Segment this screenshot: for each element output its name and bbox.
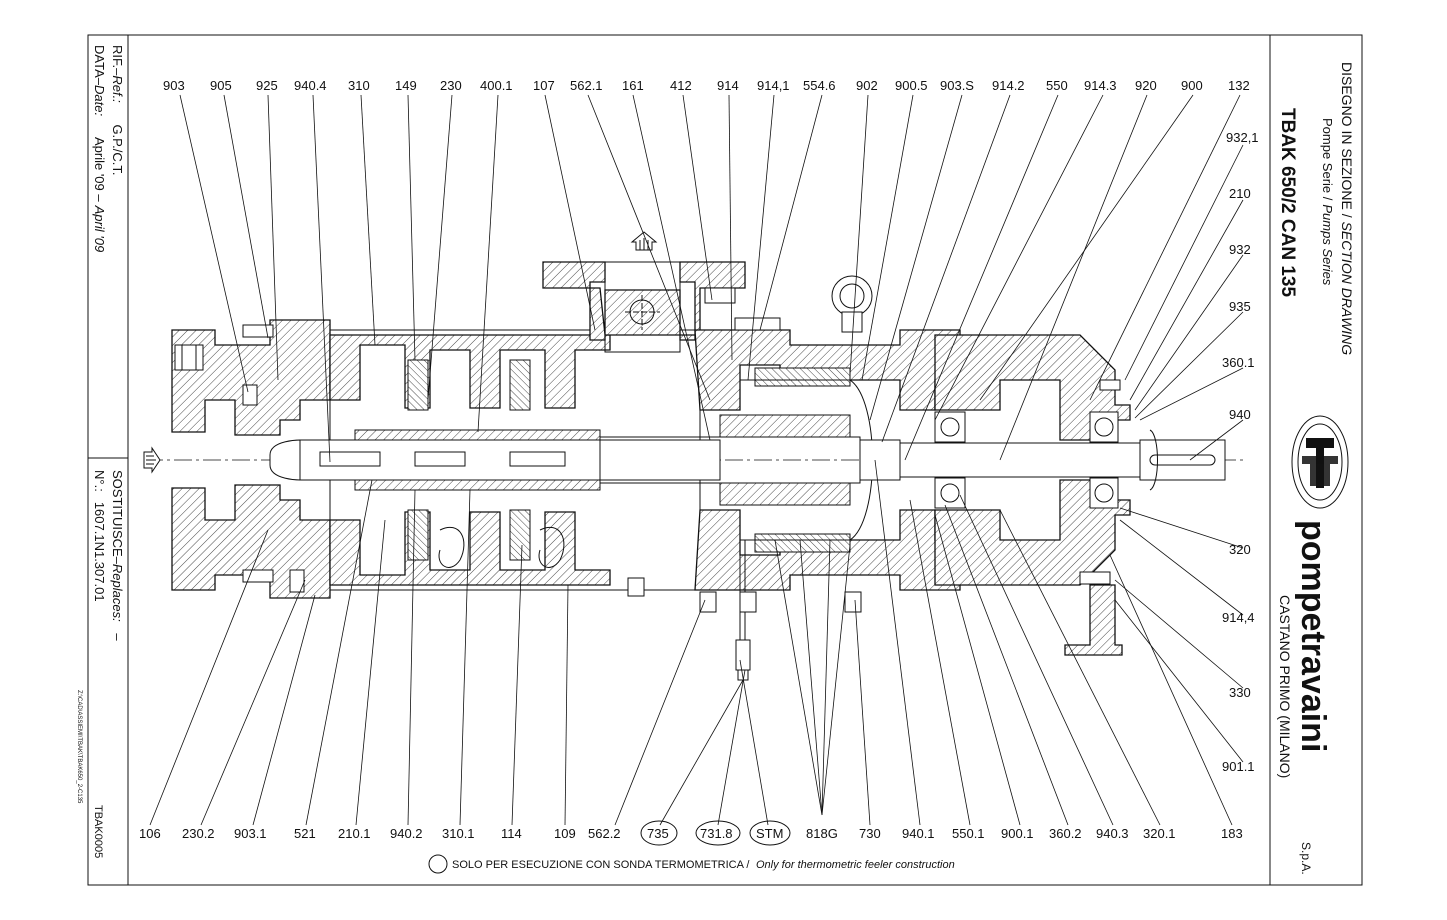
part-label: 521 (294, 826, 316, 841)
company-logo (1291, 415, 1349, 509)
cad-path: Z:\CAD\ASSIEMI\TBAK\TBAK650_2-C135 (76, 690, 82, 804)
part-label: 554.6 (803, 78, 836, 93)
circled-marker (695, 820, 741, 846)
svg-text:S.p.A.: S.p.A. (1299, 842, 1313, 875)
part-label: 903 (163, 78, 185, 93)
circled-marker (640, 820, 678, 846)
svg-text:RIF.–Ref.: G.P./C.T.: RIF.–Ref.: G.P./C.T. (110, 45, 125, 176)
part-label: 903.S (940, 78, 974, 93)
support-foot (1064, 584, 1123, 656)
pump-assembly (171, 261, 1226, 681)
part-label: 550.1 (952, 826, 985, 841)
part-label: 914.3 (1084, 78, 1117, 93)
part-label: 735 (647, 826, 669, 841)
part-label: 940.1 (902, 826, 935, 841)
circled-marker (749, 820, 791, 846)
model-title: TBAK 650/2 CAN 135 (1277, 108, 1298, 297)
svg-text:SOSTITUISCE–Replaces: –: SOSTITUISCE–Replaces: – (110, 470, 125, 641)
part-label: 109 (554, 826, 576, 841)
part-label: 149 (395, 78, 417, 93)
bottom-labels: 106 230.2 903.1 521 210.1 940.2 310.1 11… (139, 820, 1243, 846)
part-label: 932,1 (1226, 130, 1259, 145)
top-labels: 903 905 925 940.4 310 149 230 400.1 107 … (163, 78, 1250, 93)
svg-text:DATA–Date: Aprile '09 –: DATA–Date: Aprile '09 –April '09 (92, 45, 107, 252)
leader-lines (149, 94, 1244, 826)
part-label: 940 (1229, 407, 1251, 422)
part-label: 925 (256, 78, 278, 93)
legend-note-en: Only for thermometric feeler constructio… (756, 859, 955, 871)
part-label: 132 (1228, 78, 1250, 93)
part-label: 400.1 (480, 78, 513, 93)
part-label: 161 (622, 78, 644, 93)
company-location: CASTANO PRIMO (MILANO) (1277, 595, 1293, 778)
stage-casings-lower (329, 511, 611, 586)
part-label: 905 (210, 78, 232, 93)
part-label: 330 (1229, 685, 1251, 700)
part-label: 360.1 (1222, 355, 1255, 370)
part-label: 230.2 (182, 826, 215, 841)
svg-text:N°.:1607.1N1.307.01: N°.:1607.1N1.307.01 (92, 470, 107, 602)
drawing-code: TBAK0005 (92, 805, 104, 858)
legend: SOLO PER ESECUZIONE CON SONDA TERMOMETRI… (428, 854, 955, 874)
part-label: 900 (1181, 78, 1203, 93)
part-label: 412 (670, 78, 692, 93)
part-label: 818G (806, 826, 838, 841)
stage-casings-upper (329, 334, 611, 409)
inlet-arrow-icon (143, 446, 161, 474)
part-label: 106 (139, 826, 161, 841)
part-label: 320.1 (1143, 826, 1176, 841)
part-label: 914,1 (757, 78, 790, 93)
part-label: 940.3 (1096, 826, 1129, 841)
part-label: 731.8 (700, 826, 733, 841)
part-label: 114 (501, 826, 522, 841)
part-label: 210 (1229, 186, 1251, 201)
part-label: 730 (859, 826, 881, 841)
drive-shaft (899, 442, 1141, 478)
part-label: 562.1 (570, 78, 603, 93)
part-label: 310 (348, 78, 370, 93)
part-label: 940.4 (294, 78, 327, 93)
company-name: pompetravaini (1294, 520, 1332, 752)
part-label: 914,4 (1222, 610, 1255, 625)
part-label: 902 (856, 78, 878, 93)
part-label: 183 (1221, 826, 1243, 841)
left-strip: RIF.–Ref.: G.P./C.T. DATA–Date: Aprile '… (76, 45, 125, 858)
sheet-border (87, 34, 1363, 886)
part-label: STM (756, 826, 783, 841)
part-label: 562.2 (588, 826, 621, 841)
part-label: 900.5 (895, 78, 928, 93)
legend-note: SOLO PER ESECUZIONE CON SONDA TERMOMETRI… (452, 859, 750, 871)
part-label: 210.1 (338, 826, 371, 841)
part-label: 310.1 (442, 826, 475, 841)
part-label: 107 (533, 78, 555, 93)
part-label: 360.2 (1049, 826, 1082, 841)
suction-casing (171, 319, 331, 436)
part-label: 932 (1229, 242, 1251, 257)
title-block: DISEGNO IN SEZIONE /SECTION DRAWING Pomp… (1277, 62, 1355, 875)
part-label: 920 (1135, 78, 1157, 93)
legend-circle-icon (428, 854, 448, 874)
right-labels: 932,1 210 932 935 360.1 940 320 914,4 33… (1222, 130, 1259, 774)
part-label: 550 (1046, 78, 1068, 93)
part-label: 940.2 (390, 826, 423, 841)
casing-port (174, 344, 204, 371)
discharge-flange (542, 261, 746, 341)
lifting-eye (831, 275, 873, 333)
part-label: 903.1 (234, 826, 267, 841)
part-label: 935 (1229, 299, 1251, 314)
outlet-arrow-icon (630, 231, 658, 251)
part-label: 900.1 (1001, 826, 1034, 841)
part-label: 901.1 (1222, 759, 1255, 774)
part-label: 320 (1229, 542, 1251, 557)
svg-text:DISEGNO IN SEZIONE /SECTION DR: DISEGNO IN SEZIONE /SECTION DRAWING (1339, 62, 1355, 355)
part-label: 914 (717, 78, 739, 93)
part-label: 230 (440, 78, 462, 93)
part-label: 914.2 (992, 78, 1025, 93)
svg-text:Pompe Serie /Pumps Series: Pompe Serie /Pumps Series (1320, 118, 1335, 286)
